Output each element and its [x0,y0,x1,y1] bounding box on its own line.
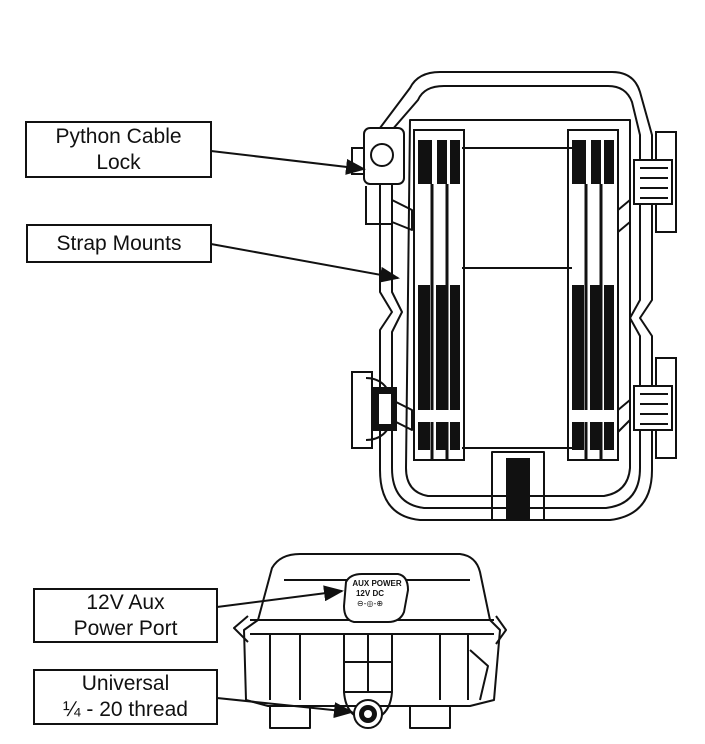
aux-power-polarity-text: ⊖-◎-⊕ [357,599,383,608]
leader-aux-power-port [216,585,344,608]
aux-power-port: AUX POWER 12V DC ⊖-◎-⊕ [342,573,410,623]
python-cable-lock [351,127,405,225]
aux-power-text: AUX POWER [352,579,402,588]
callout-python-cable-lock-line2: Lock [96,150,141,174]
callout-python-cable-lock: Python Cable Lock [25,121,212,178]
leader-lines [210,150,400,719]
leader-tripod-thread [216,697,354,719]
strap-channel-left [413,129,465,461]
leader-python-cable-lock [210,150,366,175]
callout-tripod-thread: Universal ¼ - 20 thread [33,669,218,725]
aux-power-voltage-text: 12V DC [356,589,384,598]
leader-strap-mounts [210,243,400,283]
callout-tripod-thread-line1: Universal [81,672,170,695]
callout-aux-power-port: 12V Aux Power Port [33,588,218,643]
hinge-ridges [506,458,530,520]
callout-aux-power-port-line2: Power Port [73,616,178,640]
latch-right-top [633,131,677,233]
latch-right-bottom [633,357,677,459]
callout-python-cable-lock-line1: Python Cable [55,124,182,148]
callout-aux-power-port-line1: 12V Aux [86,590,165,614]
callout-strap-mounts-line1: Strap Mounts [56,231,182,255]
callout-tripod-thread-line2: ¼ - 20 thread [63,698,188,721]
callout-strap-mounts: Strap Mounts [26,224,212,263]
strap-channel-right [567,129,619,461]
latch-left [351,371,397,449]
tripod-thread [353,699,383,729]
